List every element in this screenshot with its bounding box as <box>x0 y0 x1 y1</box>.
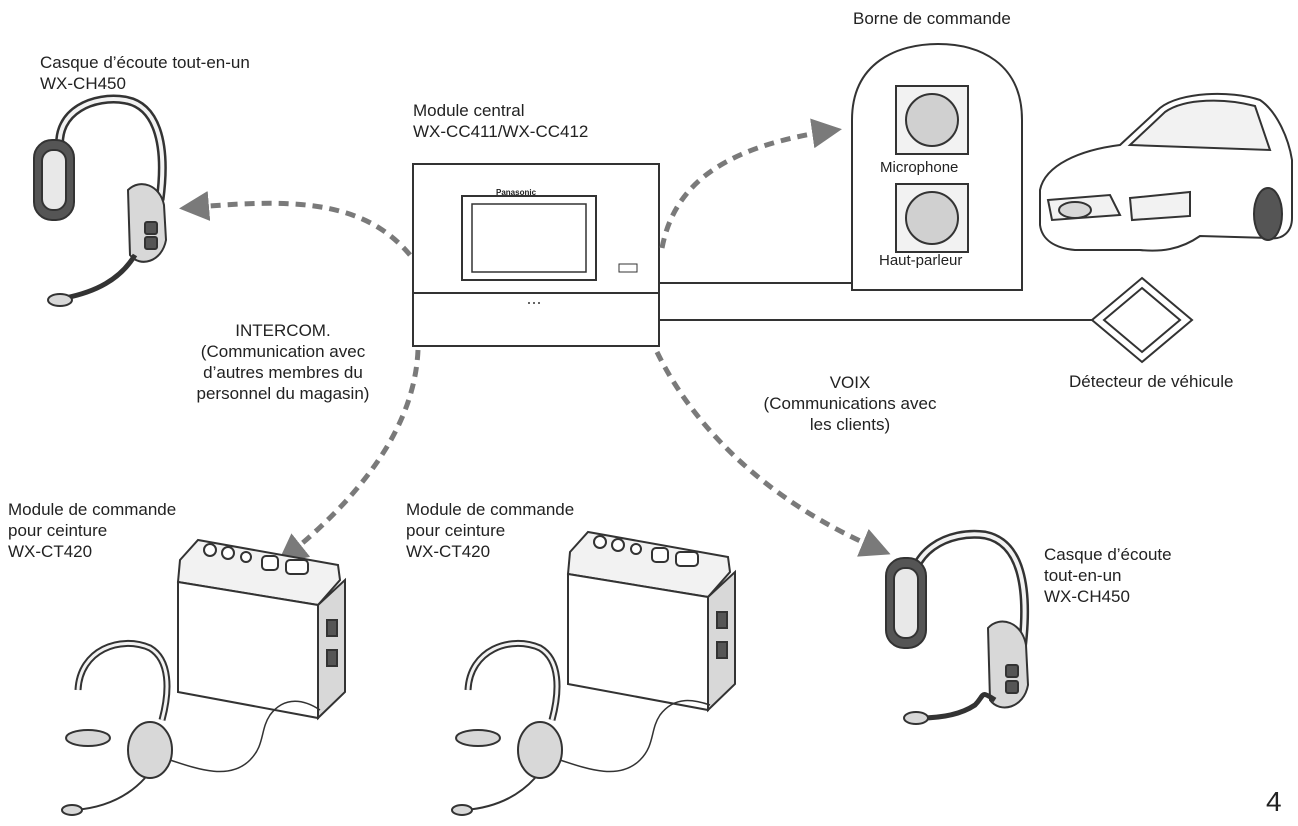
label-headset-right-line2: tout-en-un <box>1044 566 1122 585</box>
label-intercom-line4: personnel du magasin) <box>196 384 370 403</box>
car-icon <box>1039 92 1293 252</box>
label-belt-left-line1: Module de commande <box>8 500 177 519</box>
central-brand: Panasonic <box>496 188 537 197</box>
label-voice-line3: les clients) <box>809 415 891 434</box>
label-microphone: Microphone <box>880 159 959 176</box>
label-intercom-line1: INTERCOM. <box>235 321 331 340</box>
label-belt-mid-line1: Module de commande <box>406 500 575 519</box>
label-headset-right-line1: Casque d’écoute <box>1044 545 1172 564</box>
label-voice-line2: (Communications avec <box>763 394 937 413</box>
label-order-post: Borne de commande <box>853 9 1011 28</box>
label-belt-left: Module de commande pour ceinture WX-CT42… <box>8 499 176 562</box>
label-intercom: INTERCOM. (Communication avec d’autres m… <box>170 320 396 404</box>
label-speaker: Haut-parleur <box>879 252 963 269</box>
label-central-line1: Module central <box>413 101 525 120</box>
belt-pack-left-icon <box>176 538 346 721</box>
label-headset-top-line2: WX-CH450 <box>40 74 126 93</box>
wired-links <box>659 282 1092 321</box>
label-belt-middle: Module de commande pour ceinture WX-CT42… <box>406 499 574 562</box>
label-belt-left-line2: pour ceinture <box>8 521 108 540</box>
wired-headset-left-icon <box>61 640 321 816</box>
central-module-icon <box>412 163 660 347</box>
wired-headset-middle-icon <box>451 640 711 816</box>
label-vehicle-detector: Détecteur de véhicule <box>1069 372 1234 391</box>
vehicle-detector-icon <box>1090 276 1194 364</box>
label-belt-left-line3: WX-CT420 <box>8 542 93 561</box>
label-central-module: Module central WX-CC411/WX-CC412 <box>413 100 588 142</box>
headset-top-left-icon <box>33 94 168 307</box>
label-headset-right: Casque d’écoute tout-en-un WX-CH450 <box>1044 544 1172 607</box>
order-post-icon <box>851 42 1023 291</box>
label-belt-mid-line3: WX-CT420 <box>406 542 491 561</box>
label-belt-mid-line2: pour ceinture <box>406 521 506 540</box>
label-voice: VOIX (Communications avec les clients) <box>756 372 944 435</box>
label-intercom-line2: (Communication avec <box>200 342 366 361</box>
label-voice-line1: VOIX <box>829 373 871 392</box>
page-number: 4 <box>1266 786 1282 817</box>
headset-bottom-right-icon <box>885 529 1030 725</box>
label-headset-top: Casque d’écoute tout-en-un WX-CH450 <box>40 52 250 94</box>
wireless-links <box>179 118 891 564</box>
belt-pack-middle-icon <box>566 530 736 713</box>
label-headset-right-line3: WX-CH450 <box>1044 587 1130 606</box>
label-intercom-line3: d’autres membres du <box>203 363 363 382</box>
label-headset-top-line1: Casque d’écoute tout-en-un <box>40 53 250 72</box>
label-central-line2: WX-CC411/WX-CC412 <box>413 122 589 141</box>
